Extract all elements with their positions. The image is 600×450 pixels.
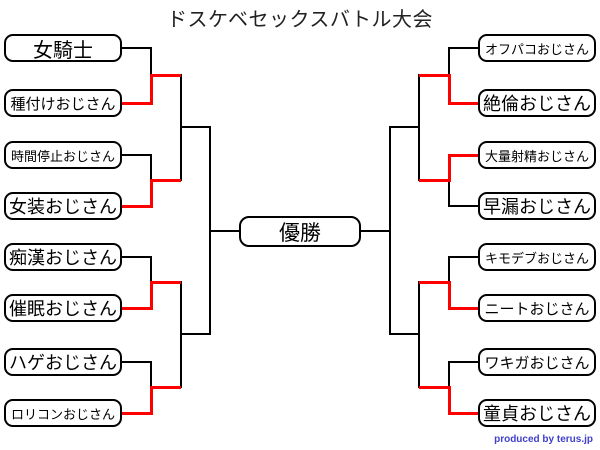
bracket-line: [449, 361, 478, 363]
participant-label: 大量射精おじさん: [484, 148, 589, 164]
page-title: ドスケベセックスバトル大会: [167, 9, 433, 31]
winner-path-line: [122, 306, 151, 310]
bracket-line: [210, 230, 240, 232]
participant-box: 種付けおじさん: [4, 89, 122, 117]
participant-label: 時間停止おじさん: [10, 148, 115, 164]
winner-path-line: [149, 73, 153, 105]
participant-box: 童貞おじさん: [478, 399, 596, 427]
participant-label: ニートおじさん: [484, 300, 590, 318]
bracket-line: [181, 333, 210, 335]
bracket-line: [122, 256, 151, 258]
winner-path-line: [419, 73, 449, 77]
participant-label: 絶倫おじさん: [483, 94, 591, 114]
winner-path-line: [151, 178, 181, 182]
winner-path-line: [151, 385, 181, 389]
champion-label: 優勝: [279, 221, 321, 245]
participant-label: 催眠おじさん: [9, 299, 117, 319]
participant-box: 催眠おじさん: [4, 294, 122, 322]
participant-label: キモデブおじさん: [484, 250, 589, 266]
champion-box: 優勝: [239, 216, 361, 247]
winner-path-line: [151, 280, 181, 284]
participant-box: 時間停止おじさん: [4, 141, 122, 169]
participant-box: ハゲおじさん: [4, 348, 122, 376]
bracket-line: [181, 126, 210, 128]
winner-path-line: [149, 280, 153, 310]
participant-label: 童貞おじさん: [483, 404, 591, 424]
bracket-line: [418, 281, 420, 388]
winner-path-line: [419, 280, 449, 284]
participant-label: ワキガおじさん: [484, 354, 590, 372]
participant-label: 女装おじさん: [9, 197, 117, 217]
winner-path-line: [447, 280, 451, 310]
bracket-line: [122, 47, 151, 49]
participant-box: ロリコンおじさん: [4, 399, 122, 427]
bracket-line: [449, 47, 478, 49]
winner-path-line: [449, 101, 478, 105]
participant-box: ワキガおじさん: [478, 348, 596, 376]
winner-path-line: [149, 385, 153, 415]
bracket-line: [122, 361, 151, 363]
winner-path-line: [449, 411, 478, 415]
winner-path-line: [419, 178, 449, 182]
winner-path-line: [447, 385, 451, 415]
bracket-line: [389, 126, 391, 335]
participant-label: 痴漢おじさん: [9, 248, 117, 268]
bracket-line: [449, 256, 478, 258]
bracket-line: [122, 154, 151, 156]
bracket-line: [360, 230, 390, 232]
winner-path-line: [419, 385, 449, 389]
winner-path-line: [447, 153, 451, 182]
winner-path-line: [447, 73, 451, 105]
winner-path-line: [122, 204, 151, 208]
credit-link[interactable]: produced by terus.jp: [494, 434, 593, 445]
participant-box: ニートおじさん: [478, 294, 596, 322]
participant-box: 早漏おじさん: [478, 192, 596, 220]
participant-box: 女装おじさん: [4, 192, 122, 220]
participant-box: 絶倫おじさん: [478, 89, 596, 117]
bracket-line: [449, 205, 478, 207]
winner-path-line: [122, 411, 151, 415]
bracket-line: [390, 333, 419, 335]
participant-label: 早漏おじさん: [483, 197, 591, 217]
participant-label: 女騎士: [33, 39, 93, 62]
winner-path-line: [151, 73, 181, 77]
participant-label: オフパコおじさん: [484, 41, 589, 57]
bracket-line: [418, 74, 420, 181]
participant-label: ハゲおじさん: [9, 353, 117, 373]
participant-box: キモデブおじさん: [478, 243, 596, 271]
participant-box: オフパコおじさん: [478, 34, 596, 62]
participant-box: 女騎士: [4, 34, 122, 62]
winner-path-line: [122, 101, 151, 105]
bracket-line: [390, 126, 419, 128]
winner-path-line: [449, 153, 478, 157]
participant-label: 種付けおじさん: [10, 95, 116, 113]
participant-label: ロリコンおじさん: [10, 406, 115, 422]
winner-path-line: [449, 306, 478, 310]
participant-box: 痴漢おじさん: [4, 243, 122, 271]
winner-path-line: [149, 178, 153, 208]
participant-box: 大量射精おじさん: [478, 141, 596, 169]
